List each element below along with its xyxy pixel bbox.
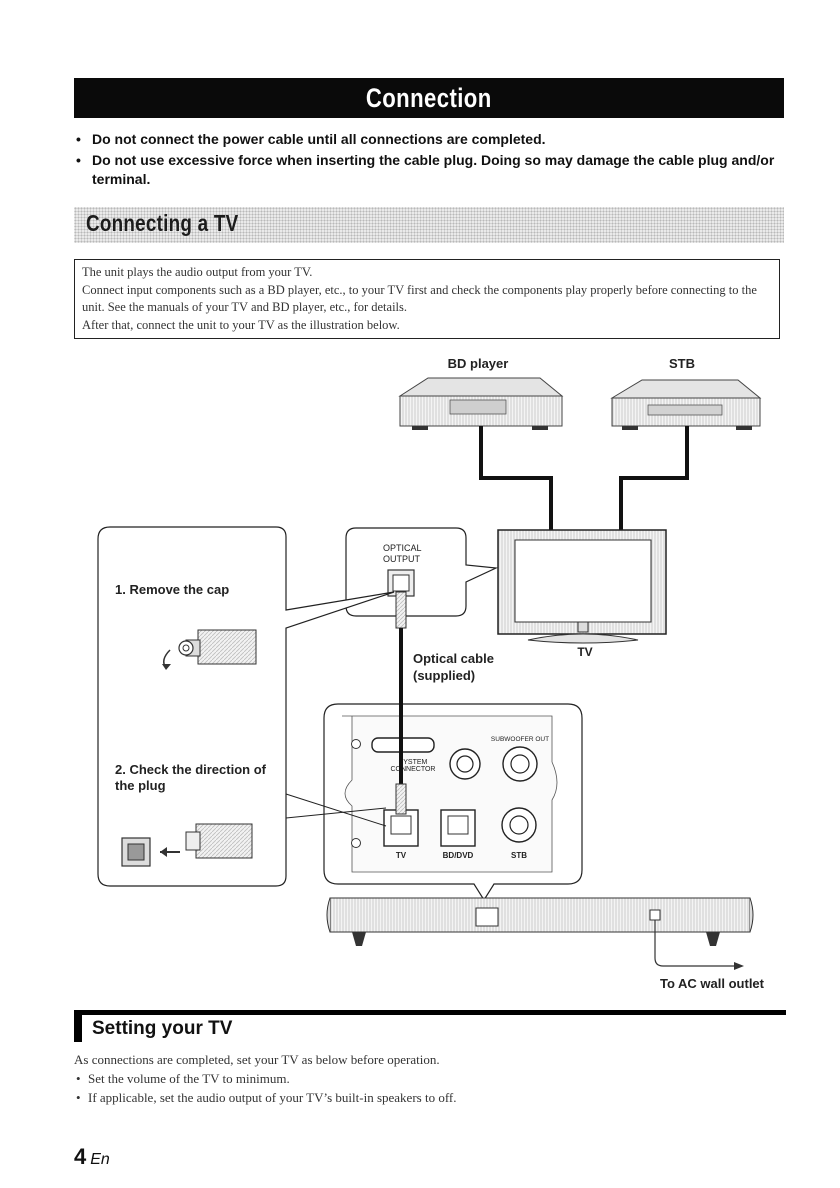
page-title-text: Connection <box>366 82 492 113</box>
divider <box>74 1010 786 1015</box>
stb-device <box>610 379 762 430</box>
bd-player-label: BD player <box>448 356 509 371</box>
system-connector-label: CONNECTOR <box>391 766 436 773</box>
port-label-bddvd: BD/DVD <box>443 851 474 860</box>
setting-list: Set the volume of the TV to minimum. If … <box>74 1069 784 1107</box>
subwoofer-out-label: SUBWOOFER OUT <box>491 736 549 743</box>
ac-outlet-label: To AC wall outlet <box>660 976 765 991</box>
rear-panel-callout: SYSTEM CONNECTOR SUBWOOFER OUT TV BD/DVD… <box>323 703 583 902</box>
heading-marker <box>74 1015 82 1042</box>
tv-label: TV <box>577 645 592 659</box>
intro-line: The unit plays the audio output from you… <box>82 265 313 279</box>
intro-line: After that, connect the unit to your TV … <box>82 317 400 332</box>
plug-direction-icon <box>121 823 253 867</box>
optical-cable <box>395 591 407 815</box>
optical-output-text: OPTICAL <box>383 543 422 553</box>
optical-cable-label: (supplied) <box>413 668 475 683</box>
section-heading-connecting-tv: Connecting a TV <box>74 207 784 243</box>
stb-label: STB <box>669 356 695 371</box>
page-number-value: 4 <box>74 1144 87 1169</box>
page-language: En <box>90 1151 110 1168</box>
page-title: Connection <box>74 78 784 118</box>
section-heading-text: Setting your TV <box>92 1017 233 1039</box>
bd-player-device <box>398 377 564 430</box>
warning-item: Do not connect the power cable until all… <box>76 130 786 149</box>
intro-box: The unit plays the audio output from you… <box>74 259 780 339</box>
optical-output-callout: OPTICAL OUTPUT <box>345 527 499 617</box>
port-label-stb: STB <box>511 851 527 860</box>
optical-output-text: OUTPUT <box>383 554 421 564</box>
step1-label: 1. Remove the cap <box>115 582 229 597</box>
setting-item: If applicable, set the audio output of y… <box>74 1088 784 1107</box>
tv-device <box>497 529 667 644</box>
section-heading-setting-tv: Setting your TV <box>74 1015 232 1042</box>
warning-list: Do not connect the power cable until all… <box>76 130 786 191</box>
setting-body: As connections are completed, set your T… <box>74 1050 784 1107</box>
soundbar-unit <box>326 897 754 970</box>
port-label-tv: TV <box>396 851 407 860</box>
hdmi-cables <box>479 426 689 536</box>
optical-plug-icon <box>162 629 257 670</box>
intro-line: Connect input components such as a BD pl… <box>82 282 757 315</box>
optical-cable-label: Optical cable <box>413 651 494 666</box>
setting-item: Set the volume of the TV to minimum. <box>74 1069 784 1088</box>
warning-item: Do not use excessive force when insertin… <box>76 151 786 189</box>
connection-diagram: BD player STB TV OPTICAL OUTPUT <box>97 356 765 991</box>
step1-callout: 1. Remove the cap 2. Check the direction… <box>97 526 395 887</box>
step2-label: the plug <box>115 778 166 793</box>
step2-label: 2. Check the direction of <box>115 762 267 777</box>
setting-intro: As connections are completed, set your T… <box>74 1052 440 1067</box>
section-heading-text: Connecting a TV <box>86 210 239 236</box>
system-connector-label: SYSTEM <box>399 759 428 766</box>
